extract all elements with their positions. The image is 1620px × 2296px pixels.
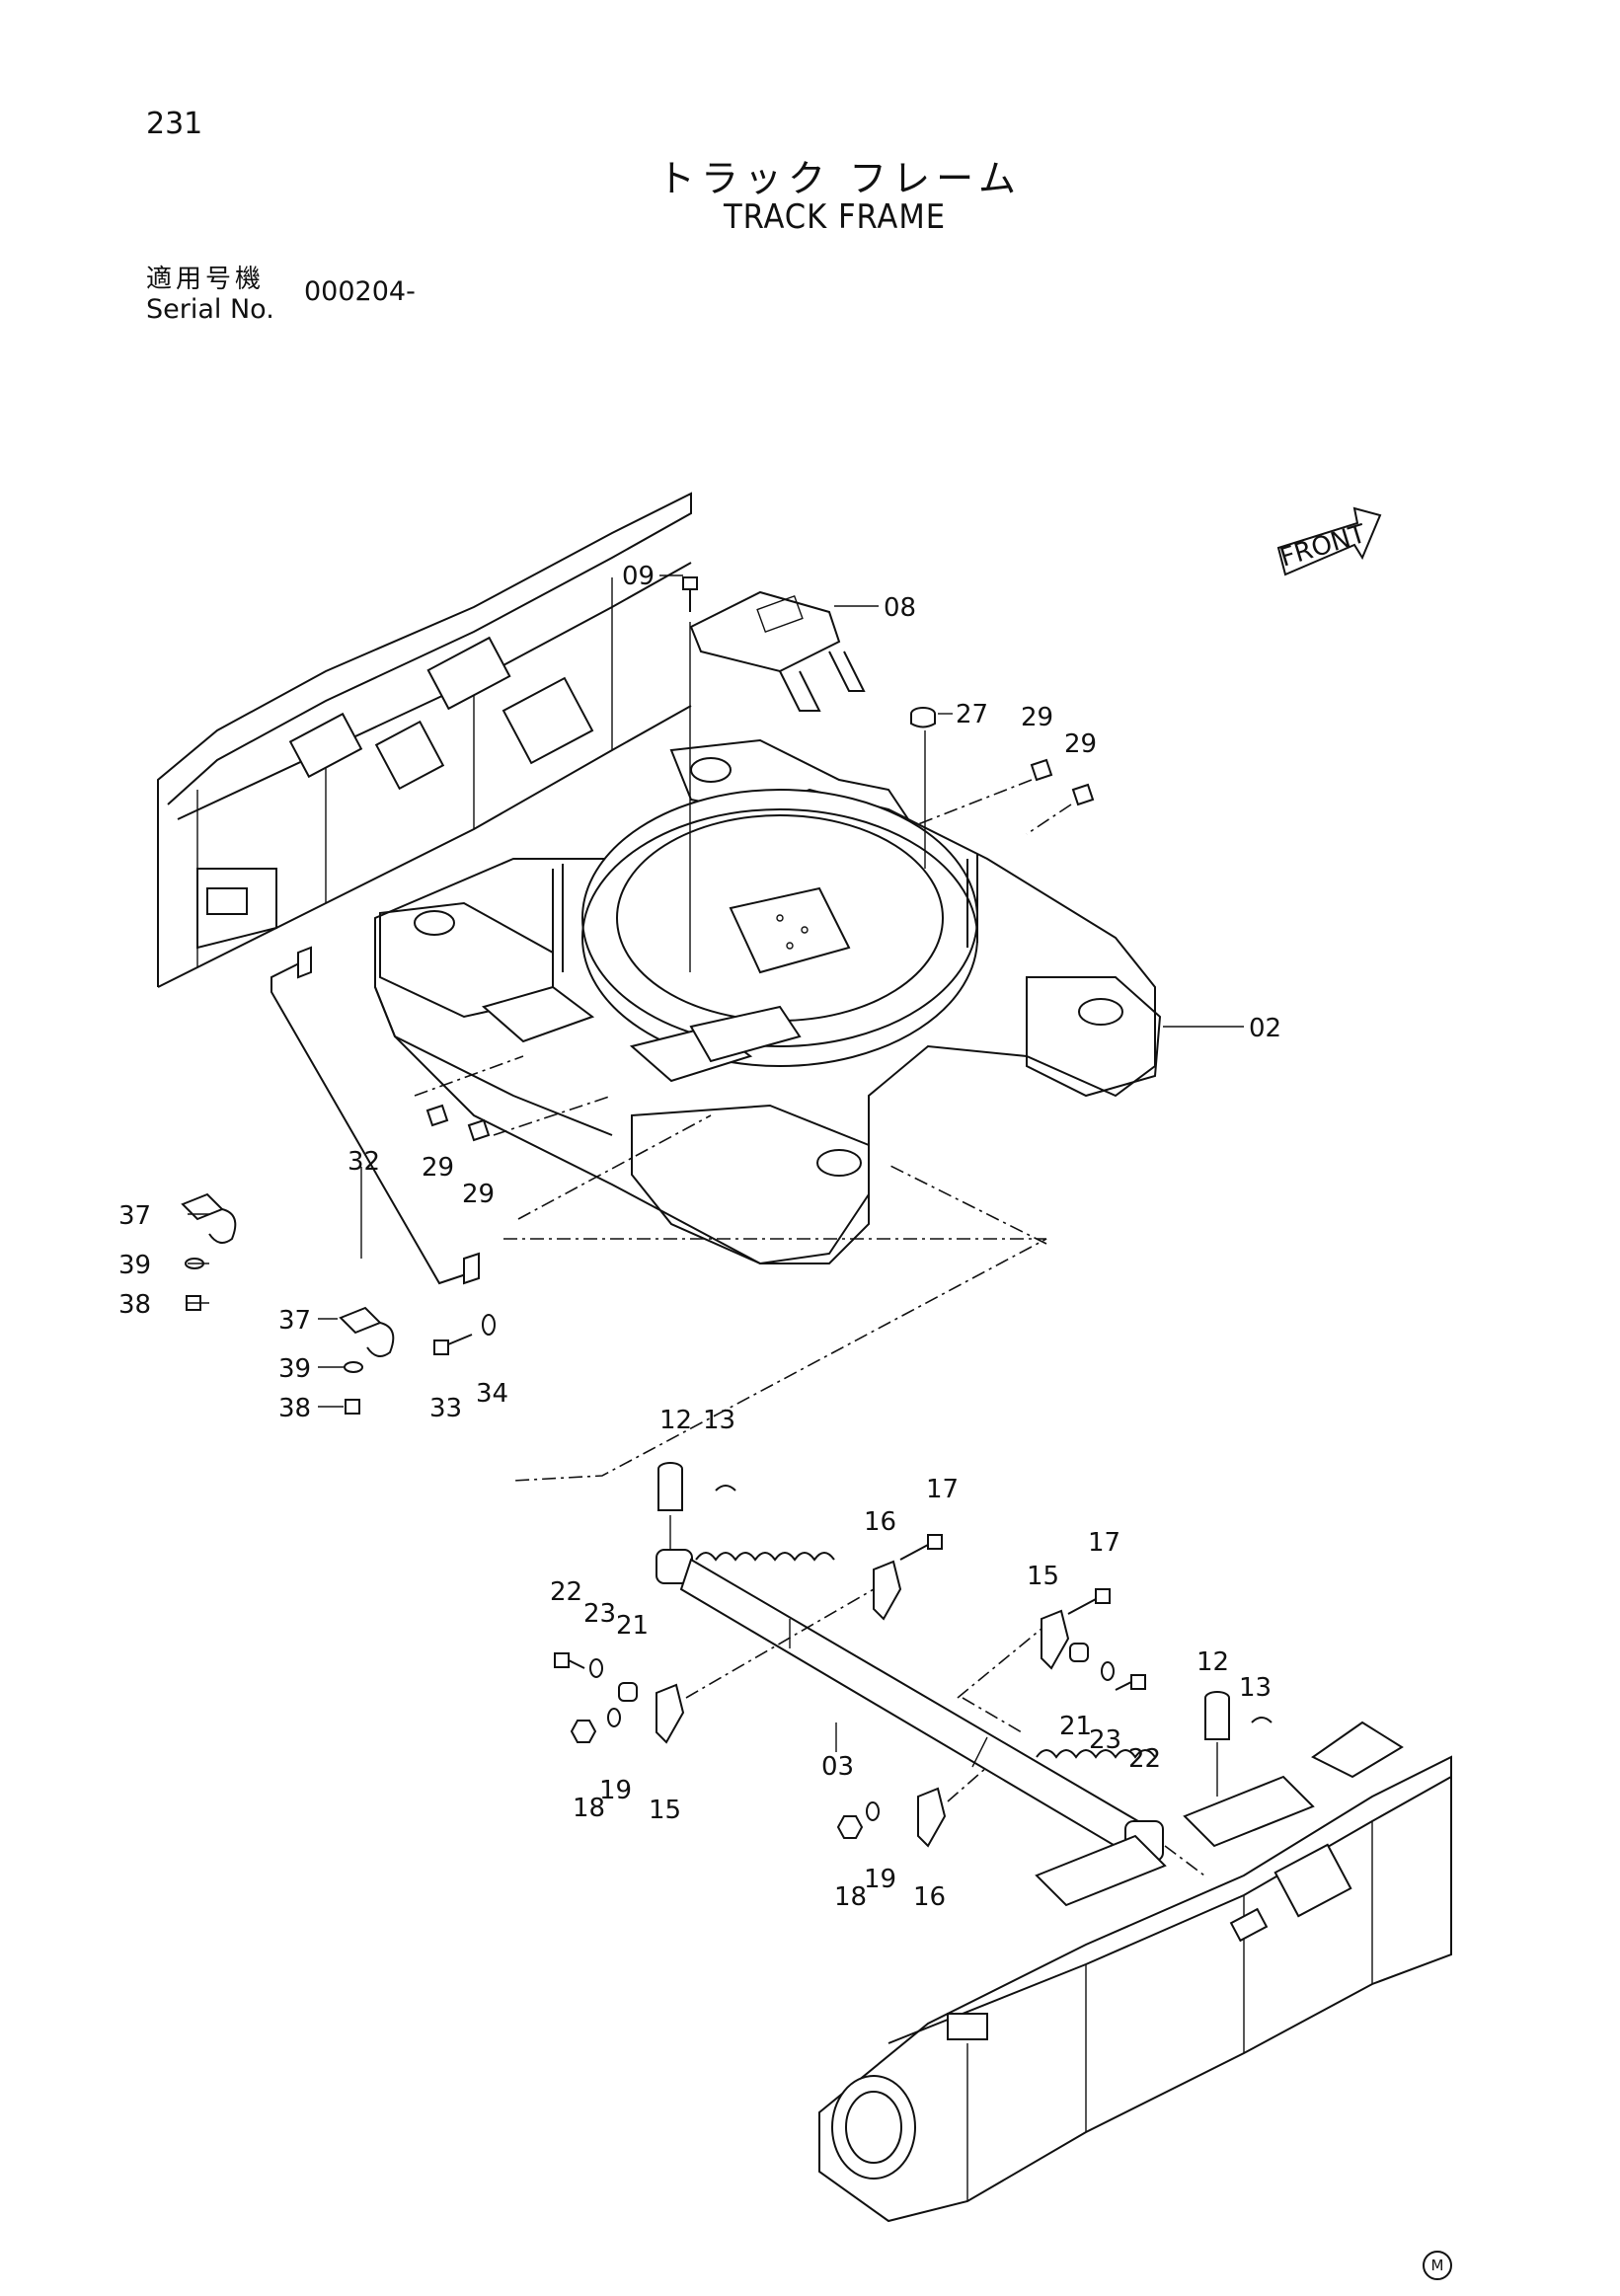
bracket-15-lower [656, 1683, 685, 1744]
callout-23: 23 [583, 1599, 616, 1629]
callout-38: 38 [278, 1394, 311, 1423]
washer-34 [482, 1314, 496, 1336]
pin-12-upper [657, 1462, 683, 1511]
callout-17: 17 [1088, 1528, 1120, 1558]
callout-19: 19 [599, 1776, 632, 1805]
bracket-16-lower [917, 1787, 947, 1848]
bolt-09 [682, 576, 698, 612]
cap-27 [910, 707, 936, 728]
callout-02: 02 [1249, 1014, 1281, 1043]
front-arrow-label: FRONT [1276, 519, 1369, 574]
callout-12: 12 [1196, 1647, 1229, 1677]
bolt-22-right [1115, 1674, 1146, 1691]
callout-32: 32 [347, 1147, 380, 1177]
callout-09: 09 [622, 562, 655, 591]
callout-21: 21 [1059, 1712, 1092, 1741]
callout-15: 15 [1027, 1562, 1059, 1591]
callout-27: 27 [956, 700, 988, 729]
clamp-group-b [339, 1306, 395, 1415]
grease-pipe-32 [270, 946, 480, 1285]
callout-29: 29 [1021, 703, 1053, 732]
cover-bracket [689, 590, 866, 712]
callout-22: 22 [1128, 1744, 1161, 1774]
callout-23: 23 [1089, 1725, 1121, 1755]
callout-12: 12 [659, 1406, 692, 1435]
nut-18-right [836, 1815, 864, 1839]
page-number: 231 [146, 107, 203, 141]
nut-18-left [570, 1720, 597, 1743]
track-adjuster-03 [656, 1549, 1164, 1863]
washer-19-right [866, 1801, 880, 1821]
serial-label-japanese: 適用号機 [146, 265, 266, 294]
grease-fitting-29-upper [1030, 758, 1095, 806]
callout-37: 37 [278, 1306, 311, 1336]
grease-fitting-29-lower [425, 1104, 491, 1142]
spacer-21-left [618, 1682, 638, 1702]
serial-label: Serial No. [146, 294, 274, 325]
bolt-22-left [554, 1652, 585, 1669]
washer-19-left [607, 1708, 621, 1727]
callout-29: 29 [462, 1180, 495, 1209]
callout-37: 37 [118, 1201, 151, 1231]
callout-17: 17 [926, 1475, 959, 1504]
callout-38: 38 [118, 1290, 151, 1320]
pin-12-lower [1204, 1691, 1230, 1740]
clamp-group-a [181, 1192, 237, 1311]
callout-15: 15 [649, 1796, 681, 1825]
callout-39: 39 [118, 1251, 151, 1280]
bracket-16-upper [873, 1560, 902, 1621]
front-arrow-icon: FRONT [1276, 506, 1382, 576]
callout-39: 39 [278, 1354, 311, 1384]
page-title: TRACK FRAME [723, 197, 947, 237]
serial-number: 000204- [304, 276, 416, 307]
callout-18: 18 [573, 1794, 605, 1823]
callout-16: 16 [864, 1507, 896, 1537]
center-frame [374, 738, 1162, 1265]
washer-23-left [589, 1658, 603, 1678]
callout-34: 34 [476, 1379, 508, 1409]
footer-mark: M [1423, 2251, 1452, 2280]
bolt-17-upper [899, 1534, 943, 1561]
callout-33: 33 [429, 1394, 462, 1423]
callout-21: 21 [616, 1611, 649, 1641]
callout-29: 29 [1064, 729, 1097, 759]
spacer-21-right [1069, 1643, 1089, 1662]
cotter-13-upper [715, 1485, 736, 1492]
left-side-frame [157, 492, 692, 988]
bolt-33 [433, 1334, 473, 1355]
bolt-17-lower [1067, 1588, 1111, 1615]
callout-13: 13 [1239, 1673, 1272, 1703]
cotter-13-lower [1251, 1717, 1273, 1723]
bracket-15-upper [1041, 1609, 1070, 1670]
leader-lines [188, 574, 1244, 1752]
callout-19: 19 [864, 1865, 896, 1894]
callout-18: 18 [834, 1882, 867, 1912]
callout-08: 08 [884, 593, 916, 623]
callout-16: 16 [913, 1882, 946, 1912]
callout-13: 13 [703, 1406, 735, 1435]
callout-29: 29 [422, 1153, 454, 1183]
page-title-japanese: トラック フレーム [657, 157, 1022, 200]
right-side-frame [818, 1721, 1452, 2223]
callout-22: 22 [550, 1577, 582, 1607]
callout-03: 03 [821, 1752, 854, 1782]
washer-23-right [1101, 1661, 1115, 1681]
